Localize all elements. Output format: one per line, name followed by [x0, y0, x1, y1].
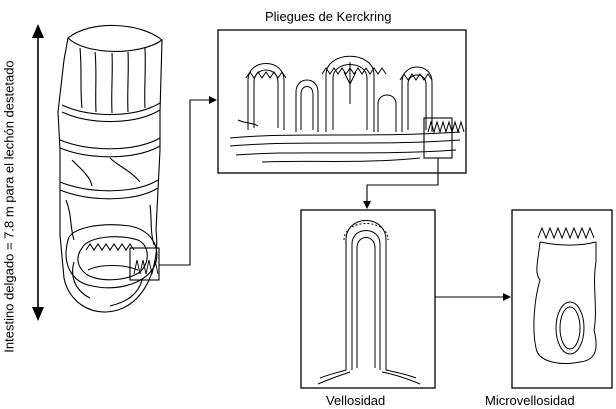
microvillus-label: Microvellosidad [485, 394, 575, 407]
intestine-tube-illustration [58, 25, 162, 311]
microvillus-panel [512, 210, 612, 388]
kerckring-folds-panel [218, 30, 466, 173]
length-measure-arrow [32, 24, 44, 321]
connector-tube-to-folds [159, 100, 216, 265]
intestine-length-label: Intestino delgado = 7.8 m para el lechón… [3, 42, 16, 372]
villus-panel [301, 210, 435, 388]
kerckring-folds-label: Pliegues de Kerckring [265, 10, 391, 23]
villus-label: Vellosidad [326, 394, 385, 407]
